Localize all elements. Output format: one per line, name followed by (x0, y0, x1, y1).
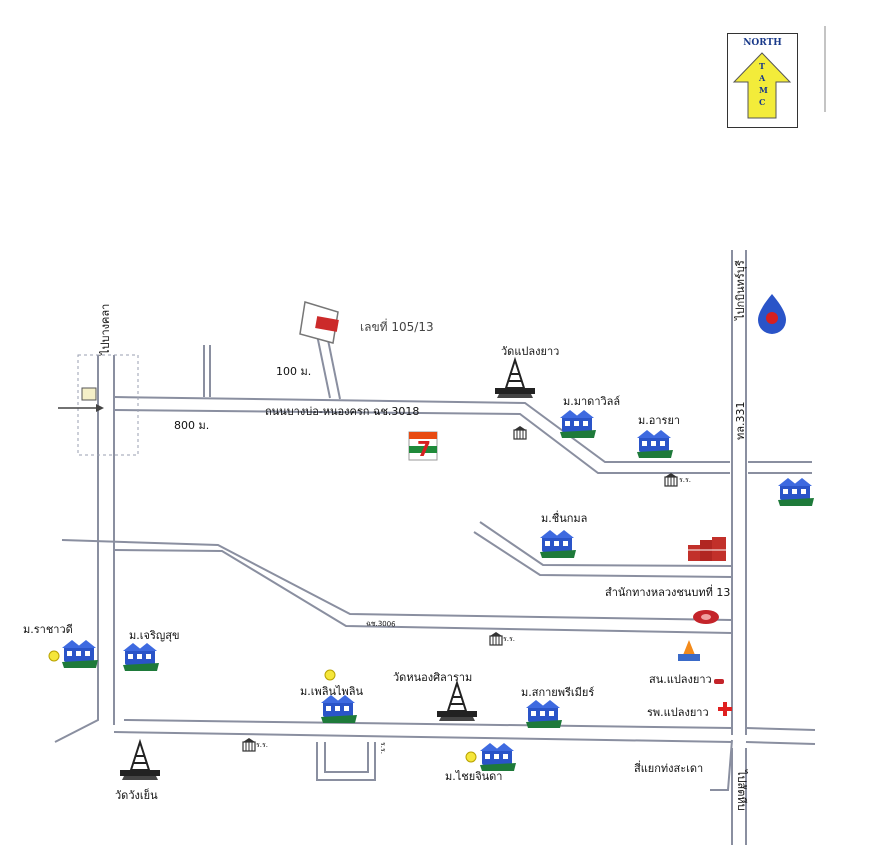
left-entry-marker (58, 354, 139, 456)
school-label-1: ร.ร. (679, 476, 691, 484)
target-address: เลขที่ 105/13 (360, 320, 434, 334)
road-bottom-top (123, 719, 733, 729)
target-building (299, 301, 339, 344)
school-label-2: ร.ร. (503, 635, 515, 643)
label-mada-ville: ม.มาดาวิลล์ (563, 395, 621, 408)
police-icon (678, 640, 724, 684)
house-icon-east (778, 478, 814, 506)
school-icon-1 (513, 425, 527, 440)
road-middle-bottom (113, 549, 733, 634)
school-icon-2 (664, 472, 678, 487)
marker-icon-chaiyachinda (465, 751, 477, 763)
label-chaiyachinda: ม.ไชยจินดา (445, 770, 503, 783)
road-label-sattahip: ไปสัตหีบ (735, 770, 748, 811)
label-sakai-premier: ม.สกายพรีเมียร์ (521, 686, 595, 699)
marker-icon-rachawadee (48, 650, 60, 662)
house-icon-mada-ville (560, 410, 596, 438)
label-police: สน.แปลงยาว (649, 673, 712, 686)
house-icon-ploen-ploen (321, 695, 357, 723)
road-label-main: ถนนบางบ่อ-หนองครก ฉช.3018 (265, 405, 420, 418)
north-label: NORTH (743, 38, 782, 48)
label-charoensuk: ม.เจริญสุข (129, 629, 180, 642)
label-wat-wang-yen: วัดวังเย็น (115, 789, 158, 802)
label-ploen-ploen: ม.เพลินไพลิน (300, 685, 364, 698)
road-label-bang-khla: ไปบางคลา (99, 303, 112, 355)
north-letter-a: A (759, 73, 766, 83)
highway-office-icon (688, 537, 726, 561)
house-icon-araya (637, 430, 673, 458)
road-label-3006: ฉช.3006 (365, 619, 396, 629)
temple-icon-wang-yen (119, 741, 161, 781)
label-highway-office: สำนักทางหลวงชนบทที่ 13 (605, 586, 731, 599)
hospital-icon (718, 702, 732, 716)
label-chuen-kamon: ม.ชื่นกมล (541, 512, 588, 525)
temple-icon-nong-sila (436, 682, 478, 722)
temple-icon-plaeng-yao (494, 359, 536, 399)
label-wat-plaeng-yao: วัดแปลงยาว (501, 345, 560, 358)
distance-100: 100 ม. (276, 365, 312, 378)
road-network (54, 250, 816, 845)
svg-text:7: 7 (417, 437, 431, 461)
house-icon-rachawadee (62, 640, 98, 668)
school-icon-3 (489, 631, 503, 646)
marker-icon-ploen (324, 669, 336, 681)
north-arrow-box: NORTH T A M C (727, 33, 798, 128)
house-icon-chaiyachinda (480, 743, 516, 771)
road-bottom-bottom (113, 731, 733, 743)
office-logo-icon (693, 610, 719, 624)
school-icon-4 (242, 737, 256, 752)
road-main-bottom (113, 409, 730, 474)
north-arrow-icon (732, 52, 792, 119)
gas-station-icon (758, 294, 786, 334)
label-wat-nong-sila: วัดหนองศิลาราม (393, 671, 473, 684)
label-intersection: สี่แยกท่งสะเดา (634, 762, 704, 775)
road-middle-top (61, 539, 733, 621)
north-letter-t: T (759, 61, 765, 71)
label-rachawadee: ม.ราชาวดี (23, 623, 73, 636)
house-icon-sakai-premier (526, 700, 562, 728)
north-letter-m: M (759, 85, 768, 95)
house-icon-charoensuk (123, 643, 159, 671)
seven-eleven-icon: 7 (408, 431, 438, 461)
road-left-vertical-outer (54, 355, 99, 743)
distance-800: 800 ม. (174, 419, 210, 432)
road-label-331: ทล.331 (734, 401, 747, 440)
north-letter-c: C (759, 97, 766, 107)
house-icon-chuen-kamon (540, 530, 576, 558)
label-hospital: รพ.แปลงยาว (647, 706, 709, 719)
school-label-4: ร.ร. (379, 742, 387, 754)
school-label-3: ร.ร. (256, 741, 268, 749)
label-araya: ม.อารยา (638, 414, 681, 427)
road-label-kabin: ไปกบินทร์บุรี (734, 260, 747, 320)
